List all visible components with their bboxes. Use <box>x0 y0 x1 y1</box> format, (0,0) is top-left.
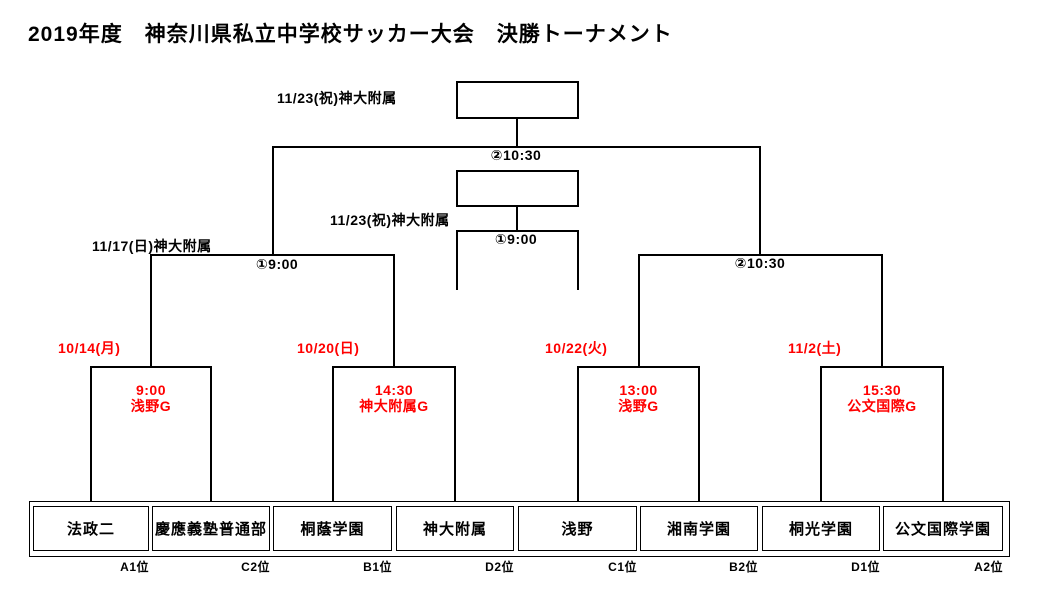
bracket-line-qf1-riser <box>150 254 152 367</box>
bracket-line-3p-right <box>577 230 579 290</box>
third-place-box <box>456 170 579 207</box>
seed-label-7: D1位 <box>851 560 880 574</box>
team-box-toko-gakuen: 桐光学園 <box>762 506 880 551</box>
qf1-time-label: 9:00 <box>135 382 167 398</box>
team-box-keio-futsubu: 慶應義塾普通部 <box>152 506 270 551</box>
bracket-line-final <box>272 146 761 148</box>
qf3-date-label: 10/22(火) <box>545 340 608 356</box>
champion-box <box>456 81 579 119</box>
semifinal-venue-label: 11/17(日)神大附属 <box>92 238 212 254</box>
bracket-line-qf2-riser <box>393 254 395 367</box>
final-venue-label: 11/23(祝)神大附属 <box>277 90 397 106</box>
seed-label-6: B2位 <box>729 560 758 574</box>
qf2-venue-label: 神大附属G <box>359 398 429 414</box>
team-box-toin-gakuen: 桐蔭学園 <box>273 506 392 551</box>
third-place-time-label: ①9:00 <box>494 231 538 247</box>
seed-label-8: A2位 <box>974 560 1003 574</box>
bracket-line-leg-5 <box>577 366 579 501</box>
bracket-line-qf2 <box>332 366 456 368</box>
seed-label-2: C2位 <box>241 560 270 574</box>
qf3-time-label: 13:00 <box>619 382 658 398</box>
bracket-line-final-right <box>759 146 761 254</box>
bracket-line-leg-7 <box>820 366 822 501</box>
qf4-time-label: 15:30 <box>862 382 902 398</box>
bracket-line-leg-4 <box>454 366 456 501</box>
bracket-line-3p-left <box>456 230 458 290</box>
final-time-label: ②10:30 <box>490 147 542 163</box>
team-box-shonan-gakuen: 湘南学園 <box>640 506 758 551</box>
bracket-line-qf3 <box>577 366 700 368</box>
bracket-line-3p-top <box>516 206 518 231</box>
team-box-kumon-kokusai: 公文国際学園 <box>883 506 1003 551</box>
team-box-jindai-fuzoku: 神大附属 <box>396 506 514 551</box>
semifinal-left-time-label: ①9:00 <box>255 256 299 272</box>
bracket-line-leg-1 <box>90 366 92 501</box>
semifinal-right-time-label: ②10:30 <box>734 255 786 271</box>
qf2-date-label: 10/20(日) <box>297 340 360 356</box>
bracket-line-final-top <box>516 119 518 146</box>
bracket-line-final-left <box>272 146 274 254</box>
qf4-venue-label: 公文国際G <box>847 398 917 414</box>
seed-label-5: C1位 <box>608 560 637 574</box>
bracket-line-qf4 <box>820 366 944 368</box>
page-title: 2019年度 神奈川県私立中学校サッカー大会 決勝トーナメント <box>28 23 673 46</box>
bracket-line-sf-left <box>150 254 395 256</box>
bracket-line-leg-2 <box>210 366 212 501</box>
bracket-line-qf1 <box>90 366 212 368</box>
third-place-venue-label: 11/23(祝)神大附属 <box>330 212 450 228</box>
seed-label-4: D2位 <box>485 560 514 574</box>
bracket-line-qf3-riser <box>638 254 640 367</box>
team-box-asano: 浅野 <box>518 506 637 551</box>
team-box-hosei-2: 法政二 <box>33 506 149 551</box>
qf1-venue-label: 浅野G <box>130 398 172 414</box>
bracket-line-leg-3 <box>332 366 334 501</box>
bracket-line-3p <box>456 230 579 232</box>
qf3-venue-label: 浅野G <box>618 398 659 414</box>
bracket-line-leg-8 <box>942 366 944 501</box>
bracket-line-leg-6 <box>698 366 700 501</box>
qf4-date-label: 11/2(土) <box>788 340 842 356</box>
seed-label-1: A1位 <box>120 560 149 574</box>
bracket-line-qf4-riser <box>881 254 883 367</box>
qf2-time-label: 14:30 <box>374 382 414 398</box>
seed-label-3: B1位 <box>363 560 392 574</box>
bracket-line-sf-right <box>638 254 882 256</box>
qf1-date-label: 10/14(月) <box>58 340 121 356</box>
